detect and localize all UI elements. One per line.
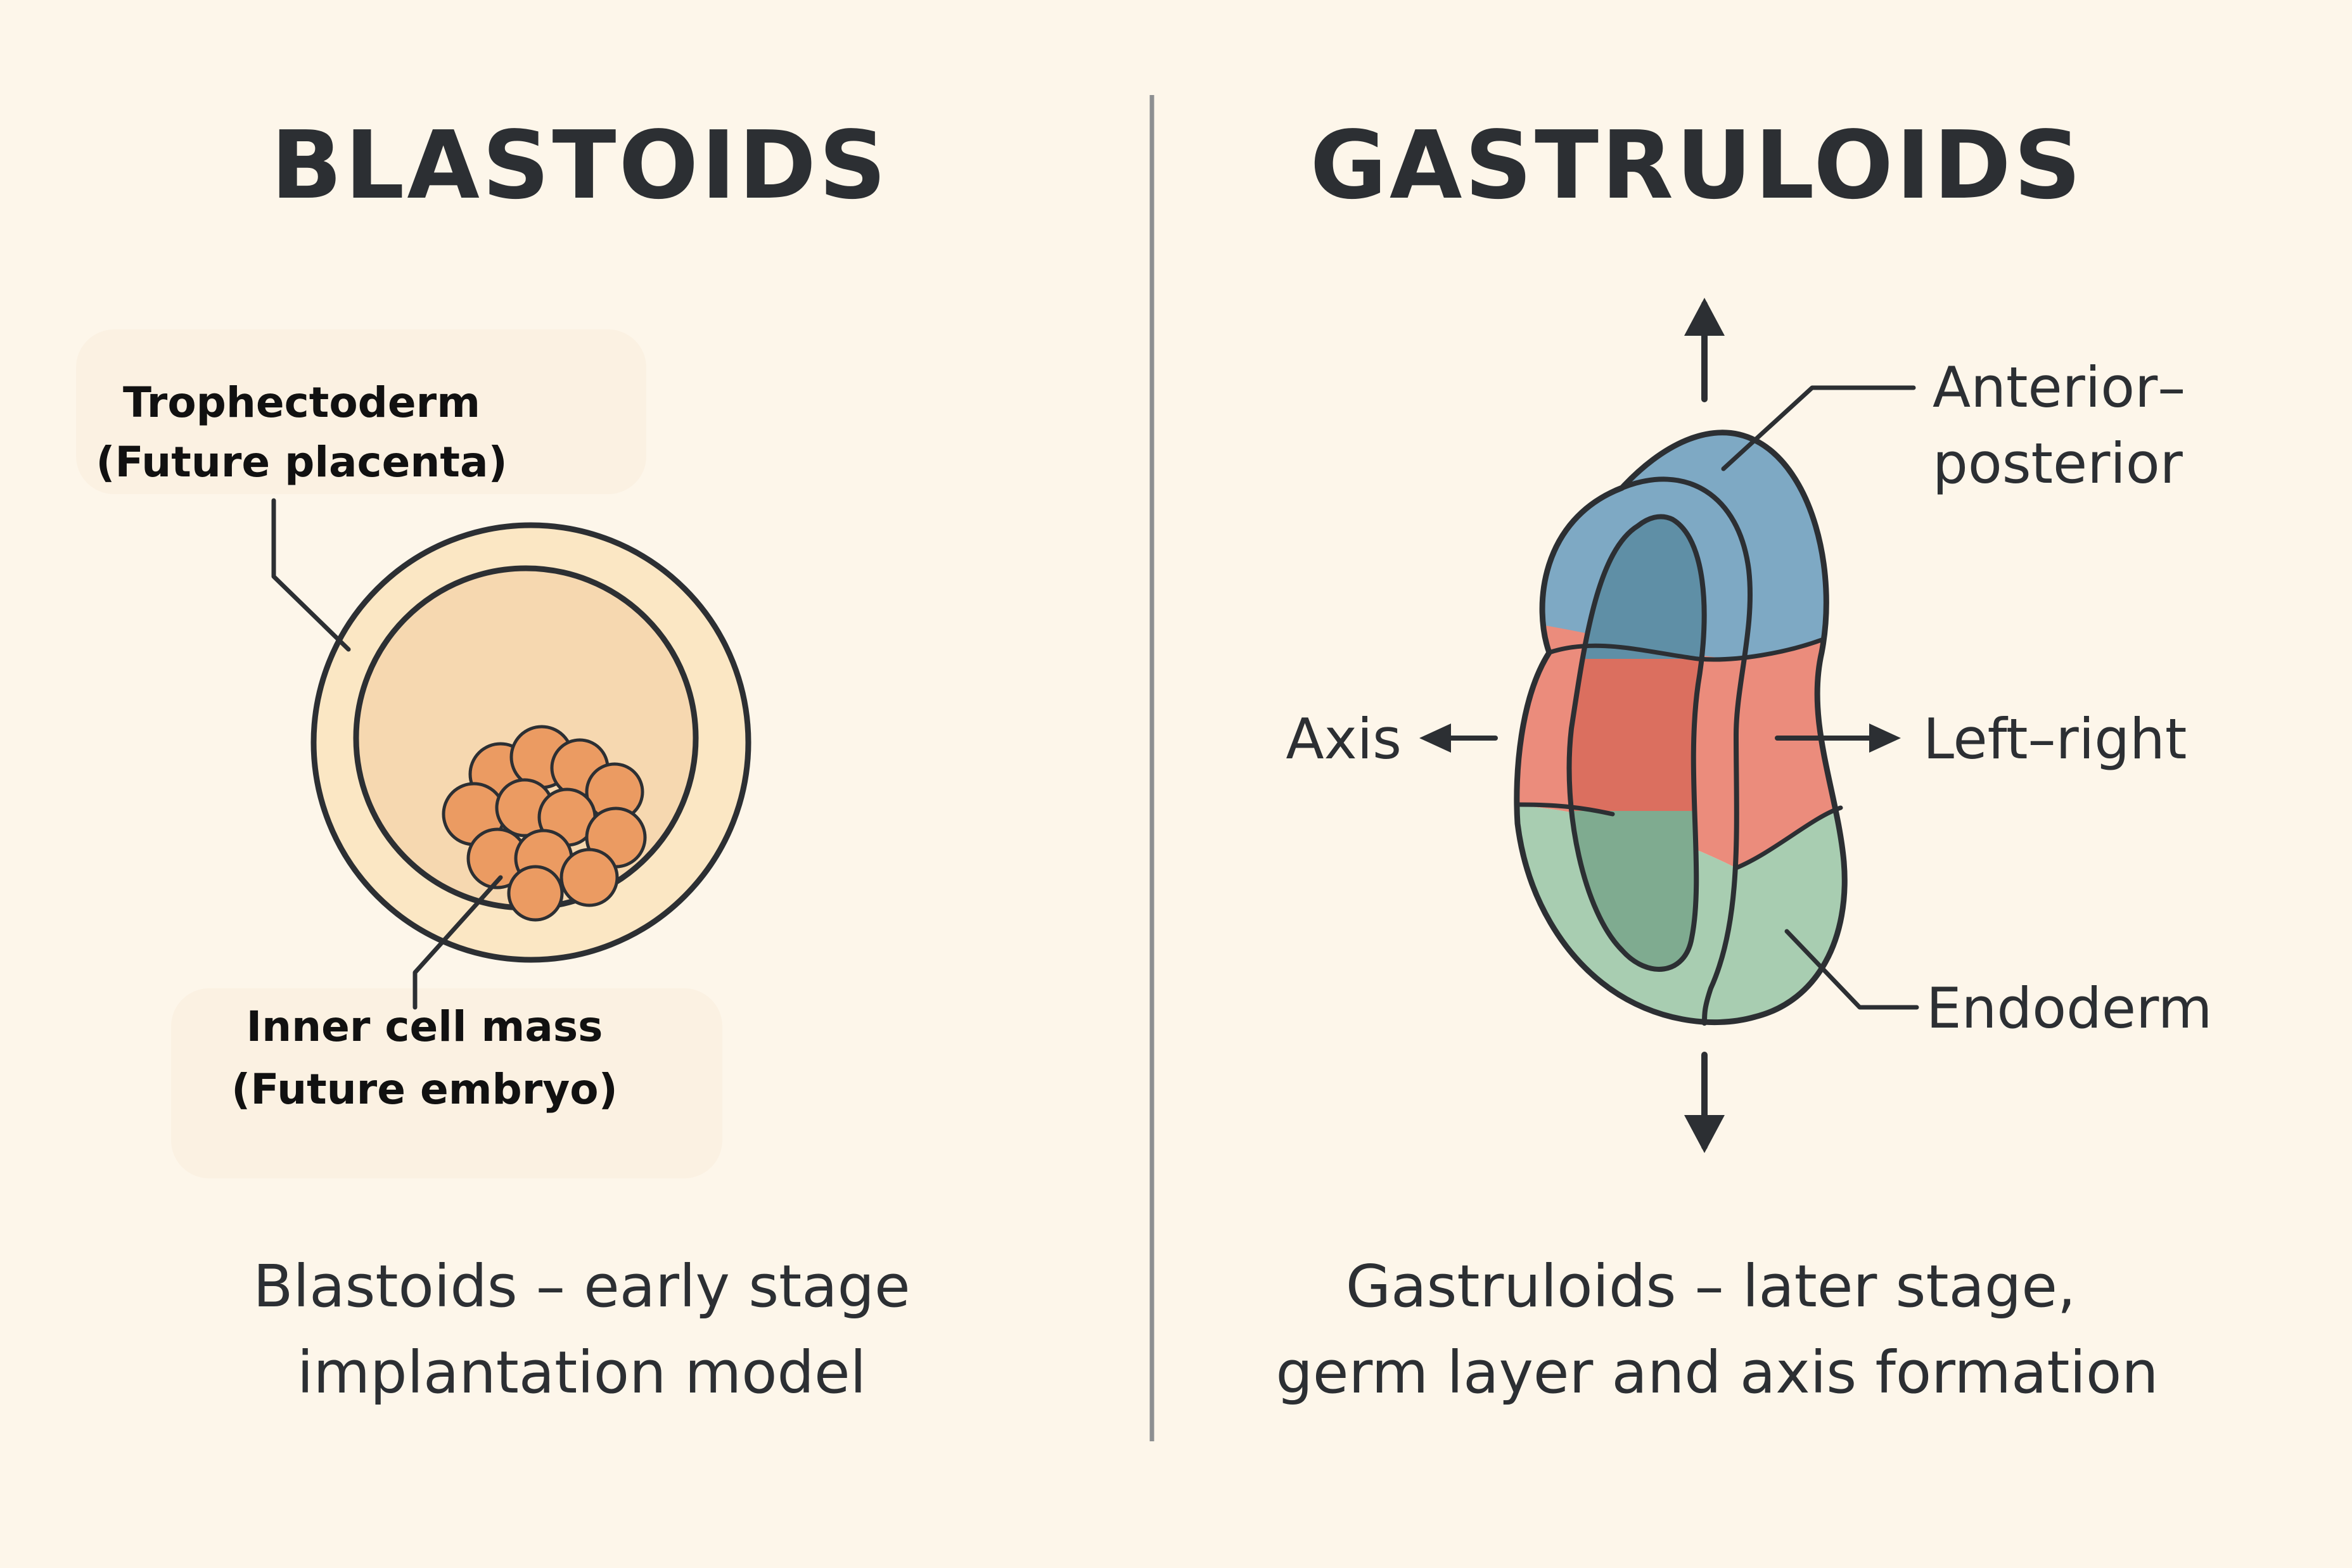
blastoids-caption-line1: Blastoids – early stage: [253, 1252, 910, 1320]
anterior-posterior-label-line2: posterior: [1933, 431, 2183, 496]
gastruloids-caption-line2: germ layer and axis formation: [1275, 1339, 2158, 1406]
left-right-label: Left–right: [1923, 706, 2187, 772]
trophectoderm-sublabel: (Future placenta): [96, 438, 507, 487]
up-arrow-icon: [1684, 298, 1725, 399]
trophectoderm-leader-line: [274, 500, 348, 649]
blastoids-caption-line2: implantation model: [297, 1339, 866, 1406]
left-arrow-icon: [1419, 723, 1495, 753]
blastoid-illustration: [314, 525, 748, 960]
gastruloids-caption-line1: Gastruloids – later stage,: [1346, 1252, 2076, 1320]
gastruloids-title: GASTRULOIDS: [1310, 111, 2083, 220]
icm-sublabel: (Future embryo): [231, 1065, 618, 1114]
icm-cell: [509, 867, 562, 920]
axis-label: Axis: [1286, 706, 1402, 772]
blastoids-title: BLASTOIDS: [271, 111, 889, 220]
gastruloid-illustration: [1489, 380, 1882, 1077]
icm-label: Inner cell mass: [246, 1002, 603, 1051]
endoderm-label: Endoderm: [1926, 976, 2212, 1041]
down-arrow-icon: [1684, 1055, 1725, 1153]
trophectoderm-label: Trophectoderm: [123, 378, 480, 427]
anterior-posterior-label-line1: Anterior–: [1933, 355, 2185, 420]
icm-cell: [561, 850, 617, 905]
